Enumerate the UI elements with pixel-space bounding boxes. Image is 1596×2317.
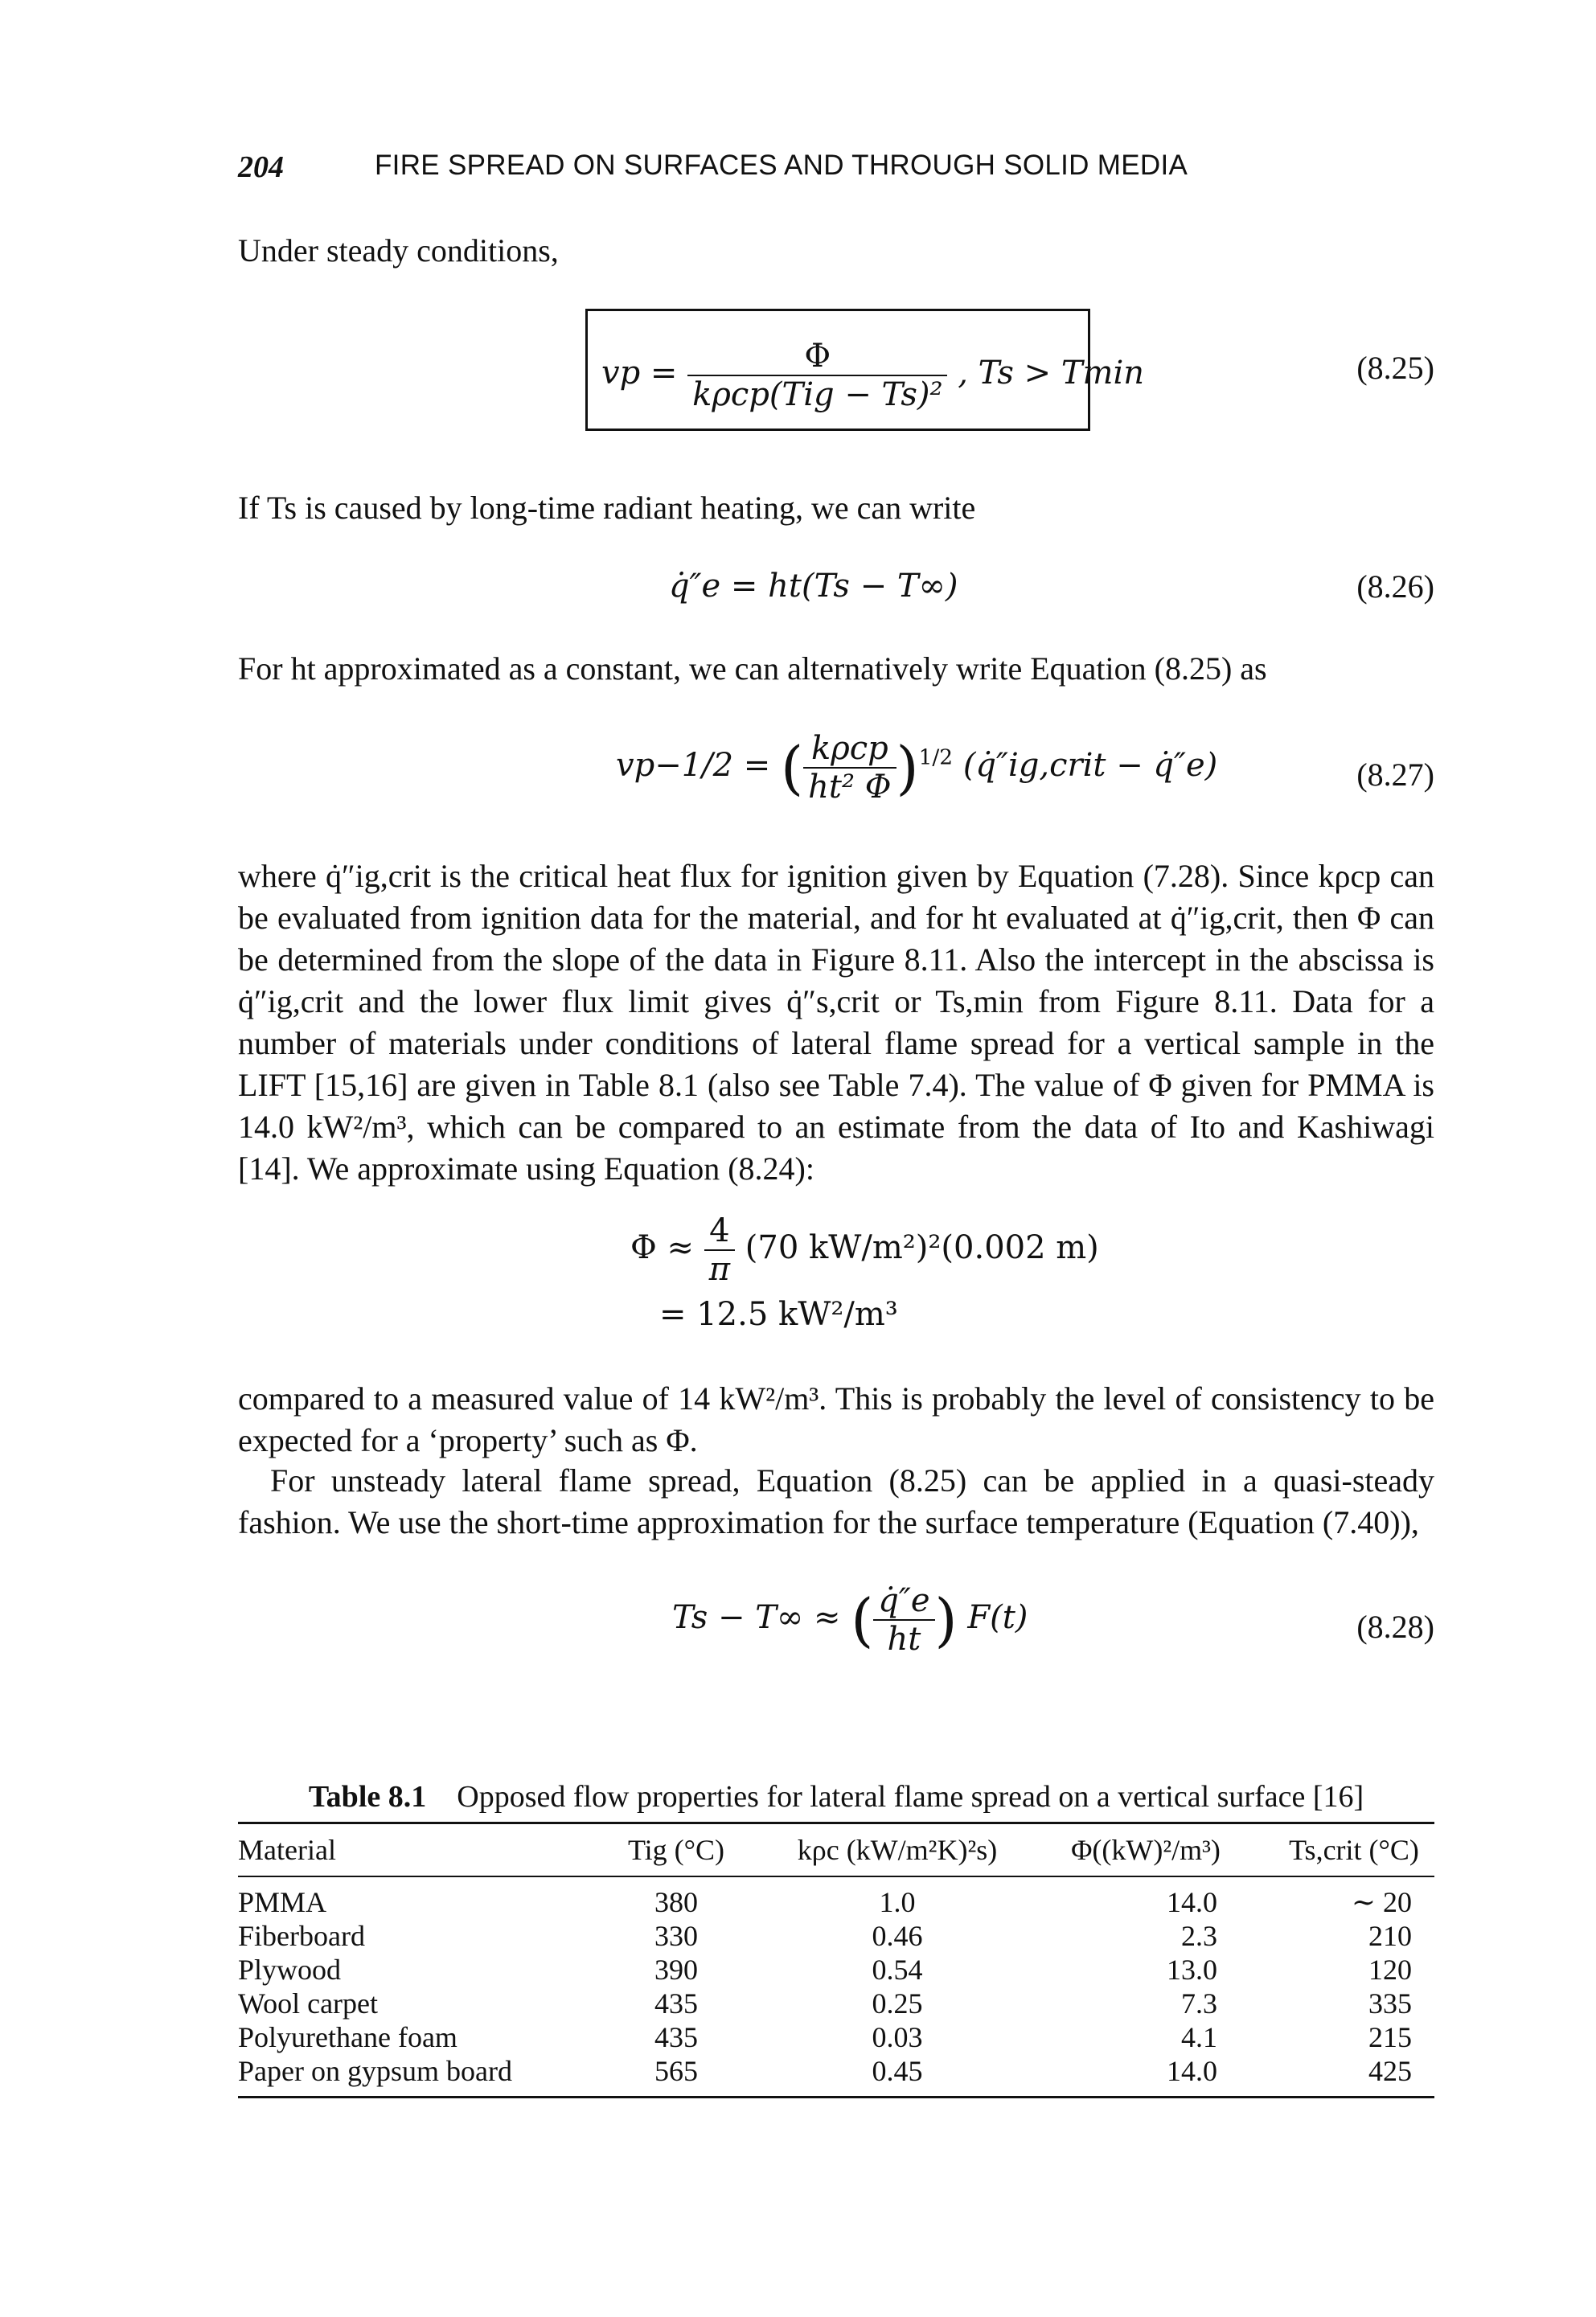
eq828-rhs: F(t) xyxy=(967,1599,1028,1636)
paragraph-critical-heat-flux: where q̇″ig,crit is the critical heat fl… xyxy=(238,858,1434,1187)
eq828-lhs: Ts − T∞ ≈ xyxy=(672,1599,841,1636)
eq824-denominator: π xyxy=(704,1249,736,1288)
cell-ts-crit: 210 xyxy=(1368,1920,1412,1952)
table-caption: Table 8.1 Opposed flow properties for la… xyxy=(238,1778,1434,1822)
eq825-lhs: vp = xyxy=(601,355,678,392)
table-header-row: Material Tig (°C) kρc (kW/m²K)²s) Φ((kW)… xyxy=(238,1824,1434,1876)
eq827-rhs: (q̇″ig,crit − q̇″e) xyxy=(962,747,1218,784)
cell-ts-crit: 335 xyxy=(1368,1987,1412,2020)
eq828-fraction: q̇″e ht xyxy=(873,1582,935,1658)
equation-number-8-26: (8.26) xyxy=(1356,568,1434,605)
cell-krhoc: 0.25 xyxy=(872,1987,923,2020)
equation-number-8-28: (8.28) xyxy=(1356,1609,1434,1645)
eq825-denominator: kρcp(Tig − Ts)² xyxy=(687,375,948,413)
eq824-result: = 12.5 kW²/m³ xyxy=(659,1296,898,1333)
cell-material: Wool carpet xyxy=(238,1987,379,2020)
eq824-lhs: Φ ≈ xyxy=(630,1229,695,1266)
table-label: Table 8.1 xyxy=(308,1780,427,1814)
equation-phi-estimate: Φ ≈ 4 π (70 kW/m²)²(0.002 m) = 12.5 kW²/… xyxy=(238,1212,1434,1349)
col-tig: Tig (°C) xyxy=(627,1834,725,1866)
eq824-numerator: 4 xyxy=(709,1212,730,1249)
paragraph-measured-value: compared to a measured value of 14 kW²/m… xyxy=(238,1380,1434,1458)
eq824-fraction: 4 π xyxy=(704,1212,736,1288)
equation-8-26: q̇″e = ht(Ts − T∞) (8.26) xyxy=(238,568,1434,616)
cell-tig: 435 xyxy=(654,1987,698,2020)
eq825-numerator: Φ xyxy=(804,338,831,375)
cell-tig: 390 xyxy=(654,1954,698,1986)
eq827-numerator: kρcp xyxy=(810,730,888,767)
cell-ts-crit: 215 xyxy=(1368,2021,1412,2053)
eq828-denominator: ht xyxy=(873,1619,935,1658)
equation-8-25: vp = Φ kρcp(Tig − Ts)² , Ts > Tmin (8.25… xyxy=(238,309,1434,431)
cell-tig: 380 xyxy=(654,1886,698,1918)
cell-tig: 565 xyxy=(654,2055,698,2087)
eq825-fraction: Φ kρcp(Tig − Ts)² xyxy=(687,338,948,413)
cell-krhoc: 1.0 xyxy=(879,1886,916,1918)
cell-ts-crit: ∼ 20 xyxy=(1351,1886,1412,1918)
equation-number-8-25: (8.25) xyxy=(1356,350,1434,386)
table-row: Polyurethane foam 435 0.03 4.1 215 xyxy=(238,2020,1434,2054)
table-bottom-rule xyxy=(238,2096,1434,2098)
cell-phi: 13.0 xyxy=(1167,1954,1217,1986)
cell-phi: 7.3 xyxy=(1181,1987,1217,2020)
page-number: 204 xyxy=(238,150,284,184)
cell-krhoc: 0.54 xyxy=(872,1954,923,1986)
eq828-numerator: q̇″e xyxy=(878,1582,930,1619)
table-header-rule xyxy=(238,1876,1434,1877)
cell-tig: 330 xyxy=(654,1920,698,1952)
paragraph-constant-ht: For ht approximated as a constant, we ca… xyxy=(238,650,1267,687)
equation-8-28: Ts − T∞ ≈ ( q̇″e ht ) F(t) (8.28) xyxy=(672,1582,1434,1658)
eq826-expression: q̇″e = ht(Ts − T∞) xyxy=(669,568,958,605)
cell-krhoc: 0.46 xyxy=(872,1920,923,1952)
cell-tig: 435 xyxy=(654,2021,698,2053)
equation-8-25-box xyxy=(585,309,1090,431)
page-header: 204 FIRE SPREAD ON SURFACES AND THROUGH … xyxy=(238,150,1428,191)
cell-ts-crit: 120 xyxy=(1368,1954,1412,1986)
cell-material: Fiberboard xyxy=(238,1920,365,1952)
col-ts-crit: Ts,crit (°C) xyxy=(1289,1834,1419,1866)
cell-krhoc: 0.45 xyxy=(872,2055,923,2087)
cell-krhoc: 0.03 xyxy=(872,2021,923,2053)
cell-phi: 2.3 xyxy=(1181,1920,1217,1952)
eq825-condition: , Ts > Tmin xyxy=(958,355,1145,392)
cell-material: Polyurethane foam xyxy=(238,2021,457,2053)
eq827-denominator: ht² Φ xyxy=(803,767,896,806)
table-top-rule xyxy=(238,1822,1434,1824)
cell-material: Paper on gypsum board xyxy=(238,2055,512,2087)
running-head: FIRE SPREAD ON SURFACES AND THROUGH SOLI… xyxy=(375,150,1188,181)
cell-material: Plywood xyxy=(238,1954,342,1986)
paragraph-unsteady-spread: For unsteady lateral flame spread, Equat… xyxy=(238,1462,1434,1540)
col-krhoc: kρc (kW/m²K)²s) xyxy=(797,1834,998,1866)
table-row: Wool carpet 435 0.25 7.3 335 xyxy=(238,1987,1434,2020)
cell-phi: 14.0 xyxy=(1167,1886,1217,1918)
col-phi: Φ((kW)²/m³) xyxy=(1071,1834,1221,1866)
eq827-fraction: kρcp ht² Φ xyxy=(803,730,896,806)
paragraph-steady-conditions: Under steady conditions, xyxy=(238,232,559,269)
table-caption-text: Opposed flow properties for lateral flam… xyxy=(457,1780,1364,1814)
table-8-1: Table 8.1 Opposed flow properties for la… xyxy=(238,1778,1434,2098)
table-row: PMMA 380 1.0 14.0 ∼ 20 xyxy=(238,1885,1434,1919)
table-row: Paper on gypsum board 565 0.45 14.0 425 xyxy=(238,2054,1434,2088)
cell-material: PMMA xyxy=(238,1886,327,1918)
eq824-rest: (70 kW/m²)²(0.002 m) xyxy=(745,1229,1099,1266)
equation-8-27: vp−1/2 = ( kρcp ht² Φ )1/2 (q̇″ig,crit −… xyxy=(616,730,1434,806)
col-material: Material xyxy=(238,1834,336,1866)
equation-number-8-27: (8.27) xyxy=(1356,757,1434,793)
paragraph-radiant-heating: If Ts is caused by long-time radiant hea… xyxy=(238,490,976,526)
table-row: Plywood 390 0.54 13.0 120 xyxy=(238,1953,1434,1987)
cell-ts-crit: 425 xyxy=(1368,2055,1412,2087)
table-row: Fiberboard 330 0.46 2.3 210 xyxy=(238,1919,1434,1953)
eq827-lhs: vp−1/2 = xyxy=(616,747,771,784)
cell-phi: 4.1 xyxy=(1181,2021,1217,2053)
cell-phi: 14.0 xyxy=(1167,2055,1217,2087)
properties-table: Material Tig (°C) kρc (kW/m²K)²s) Φ((kW)… xyxy=(238,1824,1434,2096)
